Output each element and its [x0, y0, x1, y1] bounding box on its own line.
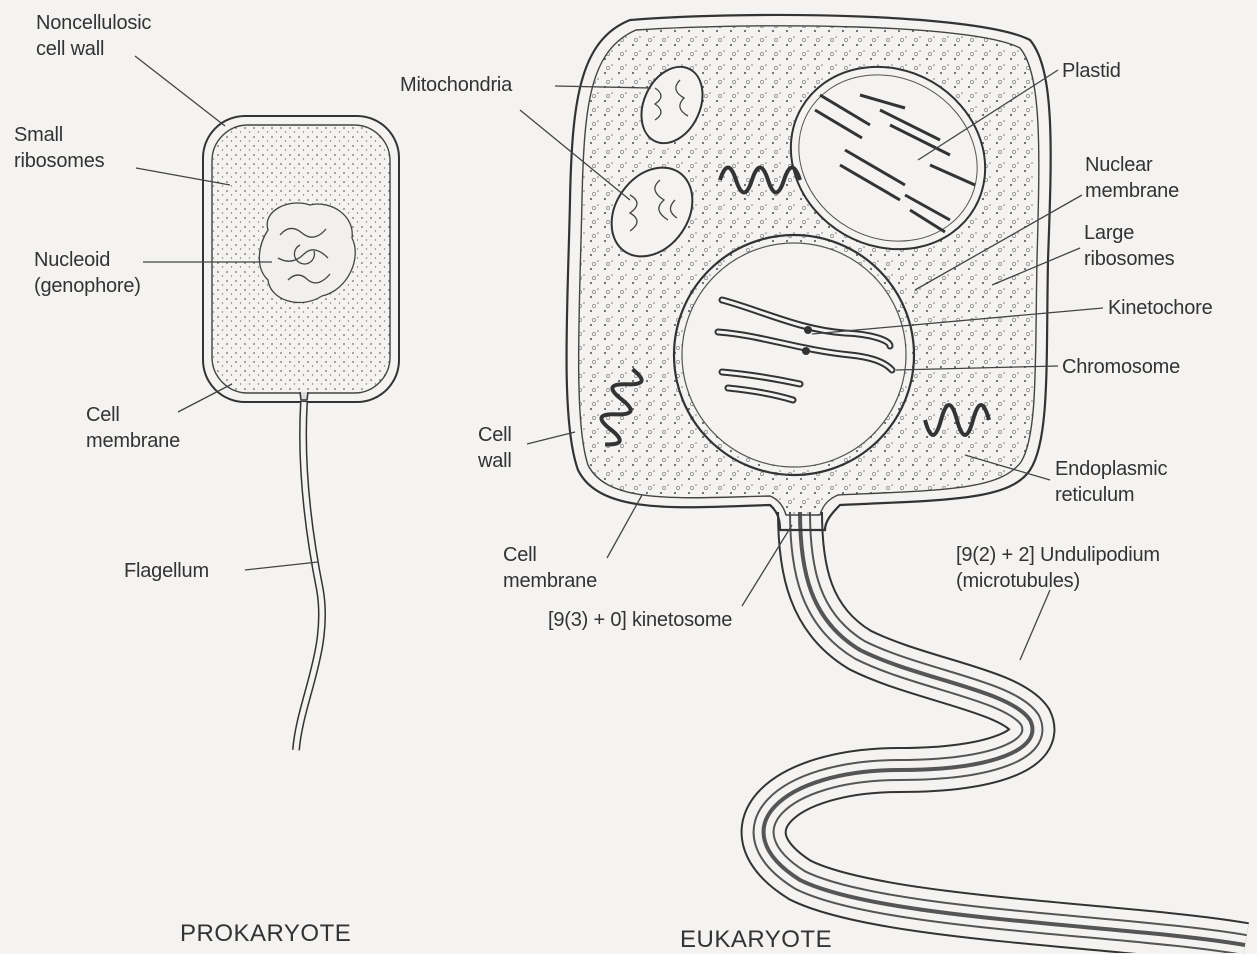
label-nuclear-membrane: Nuclearmembrane — [1085, 152, 1179, 204]
label-endoplasmic-reticulum: Endoplasmicreticulum — [1055, 456, 1167, 508]
label-kinetochore: Kinetochore — [1108, 295, 1213, 321]
label-flagellum: Flagellum — [124, 558, 209, 584]
label-mitochondria: Mitochondria — [400, 72, 512, 98]
label-plastid: Plastid — [1062, 58, 1121, 84]
label-kinetosome: [9(3) + 0] kinetosome — [548, 607, 732, 633]
label-cell-membrane-prokaryote: Cellmembrane — [86, 402, 180, 454]
label-nucleoid: Nucleoid(genophore) — [34, 247, 141, 299]
leader-noncellulosic — [135, 56, 225, 126]
leader-undulipodium — [1020, 590, 1050, 660]
nucleus-inner — [682, 243, 906, 467]
label-large-ribosomes: Largeribosomes — [1084, 220, 1174, 272]
leader-cell-wall-eu — [527, 432, 575, 444]
label-noncellulosic-cell-wall: Noncellulosiccell wall — [36, 10, 151, 62]
leader-cell-membrane-pro — [178, 384, 232, 412]
title-prokaryote: PROKARYOTE — [180, 920, 351, 948]
title-eukaryote: EUKARYOTE — [680, 926, 832, 954]
label-small-ribosomes: Smallribosomes — [14, 122, 104, 174]
label-chromosome: Chromosome — [1062, 354, 1180, 380]
label-cell-membrane-eukaryote: Cellmembrane — [503, 542, 597, 594]
prokaryote-cell — [203, 116, 399, 750]
label-undulipodium: [9(2) + 2] Undulipodium(microtubules) — [956, 542, 1160, 594]
label-cell-wall-eukaryote: Cellwall — [478, 422, 512, 474]
leader-flagellum — [245, 562, 318, 570]
leader-cell-membrane-eu — [607, 495, 642, 558]
